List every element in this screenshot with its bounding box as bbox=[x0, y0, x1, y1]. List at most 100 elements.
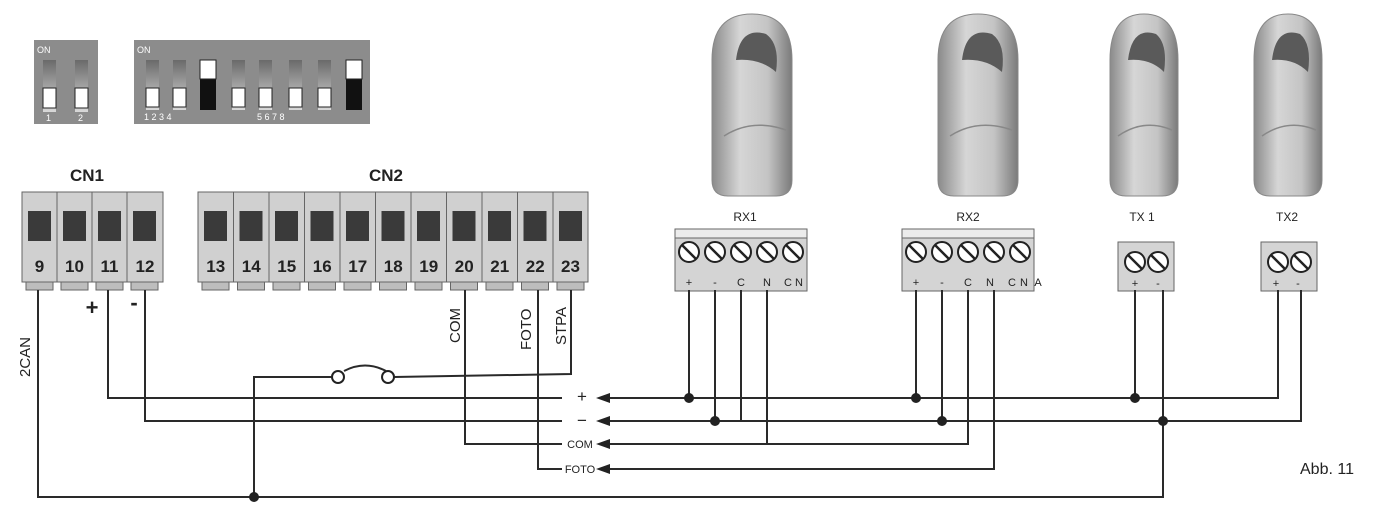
cn2-terminal-13[interactable] bbox=[197, 191, 234, 291]
switch-contact bbox=[343, 364, 387, 372]
dip-large-switch-1[interactable] bbox=[145, 60, 160, 110]
label-minus: - bbox=[130, 290, 137, 315]
arrow-left-icon bbox=[596, 464, 610, 474]
label-stpa: STPA bbox=[553, 307, 570, 345]
cn2-terminal-14[interactable] bbox=[233, 191, 270, 291]
terminal-number: 13 bbox=[206, 257, 225, 276]
switch-contact-b bbox=[381, 370, 395, 384]
cn2-title: CN2 bbox=[369, 166, 403, 185]
screw-icon[interactable] bbox=[704, 241, 726, 263]
photocell-tx1: TX 1 bbox=[1109, 13, 1179, 292]
rx2-pin-label: + bbox=[913, 277, 919, 289]
tx2-label: TX2 bbox=[1276, 210, 1298, 224]
screw-icon[interactable] bbox=[1124, 251, 1146, 273]
label-com: COM bbox=[447, 308, 464, 343]
rx2-pin-label: N bbox=[1020, 277, 1028, 289]
junction-dot bbox=[249, 492, 259, 502]
rx2-screw-terminals bbox=[905, 241, 1031, 263]
cn2-terminal-16[interactable] bbox=[304, 191, 341, 291]
dip-large-switch-7[interactable] bbox=[317, 60, 332, 110]
terminal-number: 16 bbox=[313, 257, 332, 276]
terminal-number: 21 bbox=[490, 257, 509, 276]
bus-label-minus: − bbox=[577, 411, 587, 430]
dip-large-switch-2[interactable] bbox=[172, 60, 187, 110]
rx1-pin-label: + bbox=[686, 277, 692, 289]
screw-icon[interactable] bbox=[782, 241, 804, 263]
switch-contact-a bbox=[331, 370, 345, 384]
screw-icon[interactable] bbox=[905, 241, 927, 263]
arrow-left-icon bbox=[596, 439, 610, 449]
dip-large-switch-3[interactable] bbox=[199, 59, 217, 110]
rx2-pin-label: C bbox=[964, 277, 972, 289]
wire-plus-cn bbox=[107, 290, 562, 399]
terminal-number: 18 bbox=[384, 257, 403, 276]
screw-icon[interactable] bbox=[957, 241, 979, 263]
junction-dot bbox=[1158, 416, 1168, 426]
cn2-terminal-23[interactable] bbox=[552, 191, 589, 291]
dip-large-switch-6[interactable] bbox=[288, 60, 303, 110]
terminal-number: 15 bbox=[277, 257, 296, 276]
rx2-label: RX2 bbox=[956, 210, 980, 224]
photocell-tx2: TX2 bbox=[1253, 13, 1323, 292]
rx2-pin-label: - bbox=[940, 277, 944, 289]
tx2-screw-terminals bbox=[1267, 251, 1312, 273]
rx1-label: RX1 bbox=[733, 210, 757, 224]
cn2-terminal-19[interactable] bbox=[410, 191, 447, 291]
dip-large-switch-5[interactable] bbox=[258, 60, 273, 110]
screw-icon[interactable] bbox=[983, 241, 1005, 263]
screw-icon[interactable] bbox=[678, 241, 700, 263]
cn1-terminal-12[interactable] bbox=[126, 191, 164, 291]
rx1-pin-label: C bbox=[737, 277, 745, 289]
junction-dot bbox=[684, 393, 694, 403]
rx1-pin-label: N bbox=[763, 277, 771, 289]
cn2-terminal-22[interactable] bbox=[517, 191, 554, 291]
terminal-number: 14 bbox=[242, 257, 261, 276]
cn2-terminal-15[interactable] bbox=[268, 191, 305, 291]
cn1-terminal-block: 9 10 11 12 bbox=[21, 191, 164, 291]
wire-stpa bbox=[393, 290, 572, 378]
tx1-screw-terminals bbox=[1124, 251, 1169, 273]
dip-large-switch-8[interactable] bbox=[345, 59, 363, 110]
junction-dot bbox=[710, 416, 720, 426]
terminal-number: 17 bbox=[348, 257, 367, 276]
wire-minus-cn bbox=[144, 290, 562, 422]
cn2-terminal-21[interactable] bbox=[481, 191, 518, 291]
arrow-left-icon bbox=[596, 393, 610, 403]
dip-small-switch-1[interactable] bbox=[42, 60, 57, 112]
cn1-terminal-10[interactable] bbox=[56, 191, 93, 291]
bus-label-plus: + bbox=[577, 387, 587, 406]
screw-icon[interactable] bbox=[931, 241, 953, 263]
wire-stpa-return bbox=[253, 376, 336, 497]
cn1-terminal-11[interactable] bbox=[91, 191, 128, 291]
terminal-number: 11 bbox=[101, 257, 119, 276]
tx2-pin-label: - bbox=[1296, 278, 1300, 290]
cn2-terminal-17[interactable] bbox=[339, 191, 376, 291]
label-plus: + bbox=[86, 295, 99, 320]
arrow-left-icon bbox=[596, 416, 610, 426]
tx1-label: TX 1 bbox=[1129, 210, 1155, 224]
screw-icon[interactable] bbox=[1009, 241, 1031, 263]
label-foto: FOTO bbox=[518, 309, 535, 350]
screw-icon[interactable] bbox=[730, 241, 752, 263]
tx1-pin-label: - bbox=[1156, 278, 1160, 290]
dip-small-number-1: 1 bbox=[46, 113, 51, 123]
terminal-number: 12 bbox=[136, 257, 155, 276]
rx2-pin-label: A bbox=[1034, 277, 1042, 289]
screw-icon[interactable] bbox=[1290, 251, 1312, 273]
wire-2can bbox=[37, 290, 1164, 498]
screw-icon[interactable] bbox=[756, 241, 778, 263]
dip-large-on-label: ON bbox=[137, 45, 151, 55]
cn2-terminal-18[interactable] bbox=[375, 191, 412, 291]
bus-label-foto: FOTO bbox=[565, 464, 596, 476]
screw-icon[interactable] bbox=[1267, 251, 1289, 273]
screw-icon[interactable] bbox=[1147, 251, 1169, 273]
dip-small-on-label: ON bbox=[37, 45, 51, 55]
bus-label-com: COM bbox=[567, 439, 593, 451]
junction-dot bbox=[937, 416, 947, 426]
bus-plus bbox=[608, 290, 1279, 399]
rx2-pin-label: C bbox=[1008, 277, 1016, 289]
dip-small-switch-2[interactable] bbox=[74, 60, 89, 112]
dip-large-switch-4[interactable] bbox=[231, 60, 246, 110]
junction-dot bbox=[1130, 393, 1140, 403]
